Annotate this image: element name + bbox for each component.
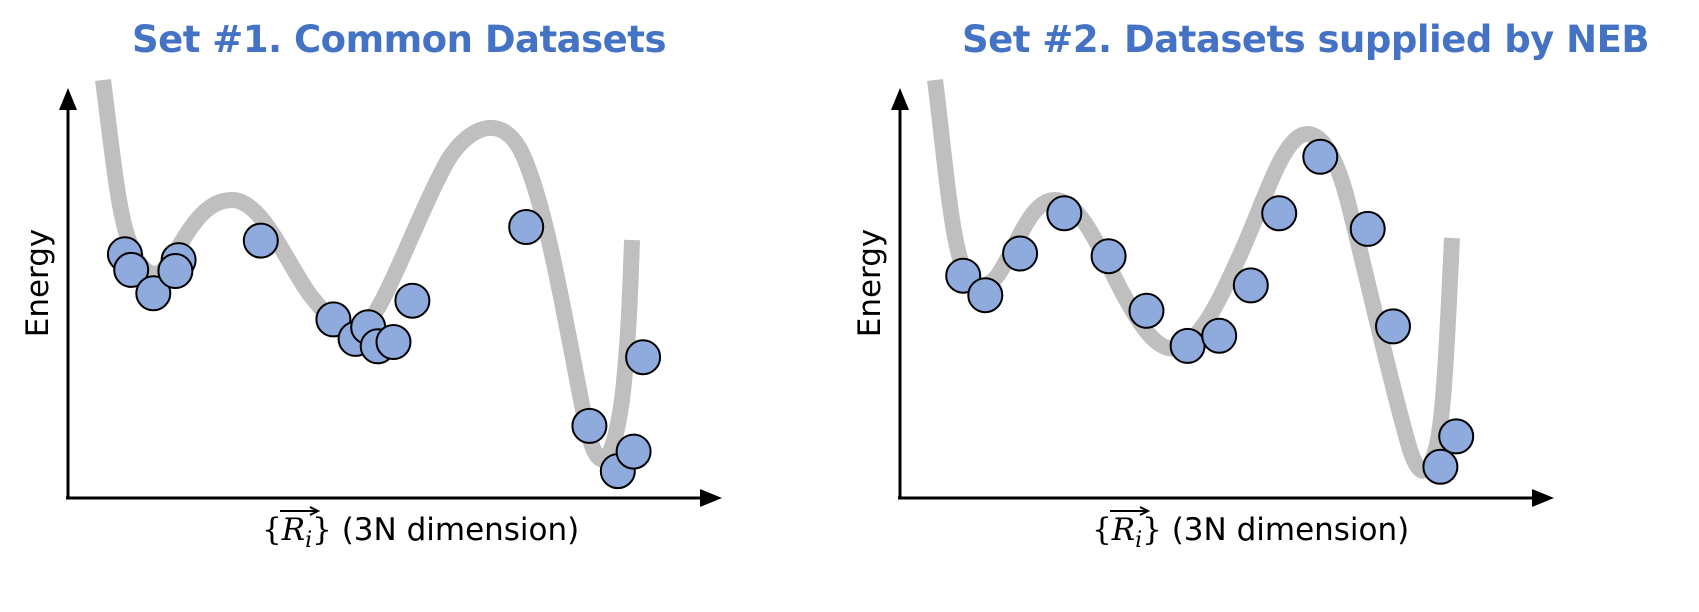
vector-arrow-icon	[279, 506, 320, 516]
x-label-subscript: i	[1135, 528, 1143, 554]
data-point	[1375, 308, 1411, 345]
energy-landscape-plot	[891, 78, 1554, 507]
y-axis-label: Energy	[20, 228, 56, 338]
data-points	[106, 209, 662, 490]
data-point	[113, 251, 150, 288]
data-point	[1438, 418, 1475, 455]
data-point	[242, 222, 279, 259]
data-point	[571, 407, 608, 444]
data-point	[615, 433, 652, 470]
x-label-brace-open: {	[262, 512, 282, 548]
energy-landscape-plot	[59, 78, 722, 507]
x-axis-arrowhead	[1532, 489, 1554, 507]
x-axis-label: {Ri} (3N dimension)	[262, 506, 580, 554]
data-points	[945, 138, 1475, 485]
data-point	[394, 282, 431, 319]
x-label-brace-close: }	[312, 512, 332, 548]
x-label-brace-open: {	[1092, 512, 1112, 548]
data-point	[1090, 238, 1127, 275]
panel-title: Set #2. Datasets supplied by NEB	[962, 18, 1650, 61]
x-label-suffix: (3N dimension)	[1161, 512, 1410, 548]
data-point	[1422, 448, 1459, 485]
data-point	[1232, 267, 1269, 304]
data-point	[375, 324, 412, 360]
vector-arrow-icon	[1109, 506, 1150, 516]
x-axis-label: {Ri} (3N dimension)	[1092, 506, 1410, 554]
x-axis-arrowhead	[700, 489, 722, 507]
y-axis-label: Energy	[852, 228, 888, 338]
panel-common-datasets: Set #1. Common Datasets Energy {Ri} (3N …	[20, 18, 722, 554]
data-point	[1261, 195, 1298, 232]
y-axis-arrowhead	[59, 88, 77, 110]
data-point	[157, 253, 194, 289]
data-point	[1002, 235, 1039, 272]
data-point	[967, 277, 1004, 314]
data-point	[1302, 138, 1339, 175]
data-point	[135, 275, 172, 312]
data-point	[1128, 292, 1165, 329]
x-label-subscript: i	[305, 528, 313, 554]
data-point	[1201, 317, 1238, 354]
panel-title: Set #1. Common Datasets	[132, 18, 666, 61]
x-label-suffix: (3N dimension)	[331, 512, 580, 548]
energy-curve	[927, 78, 1460, 479]
data-point	[508, 209, 545, 245]
y-axis-arrowhead	[891, 88, 909, 110]
data-point	[625, 339, 662, 376]
x-label-symbol: R	[1111, 512, 1136, 548]
data-point	[1169, 327, 1206, 364]
panel-neb-datasets: Set #2. Datasets supplied by NEB Energy …	[852, 0, 1699, 612]
x-label-brace-close: }	[1142, 512, 1162, 548]
data-point	[1046, 195, 1083, 232]
x-label-symbol: R	[281, 512, 306, 548]
data-point	[1349, 210, 1386, 247]
